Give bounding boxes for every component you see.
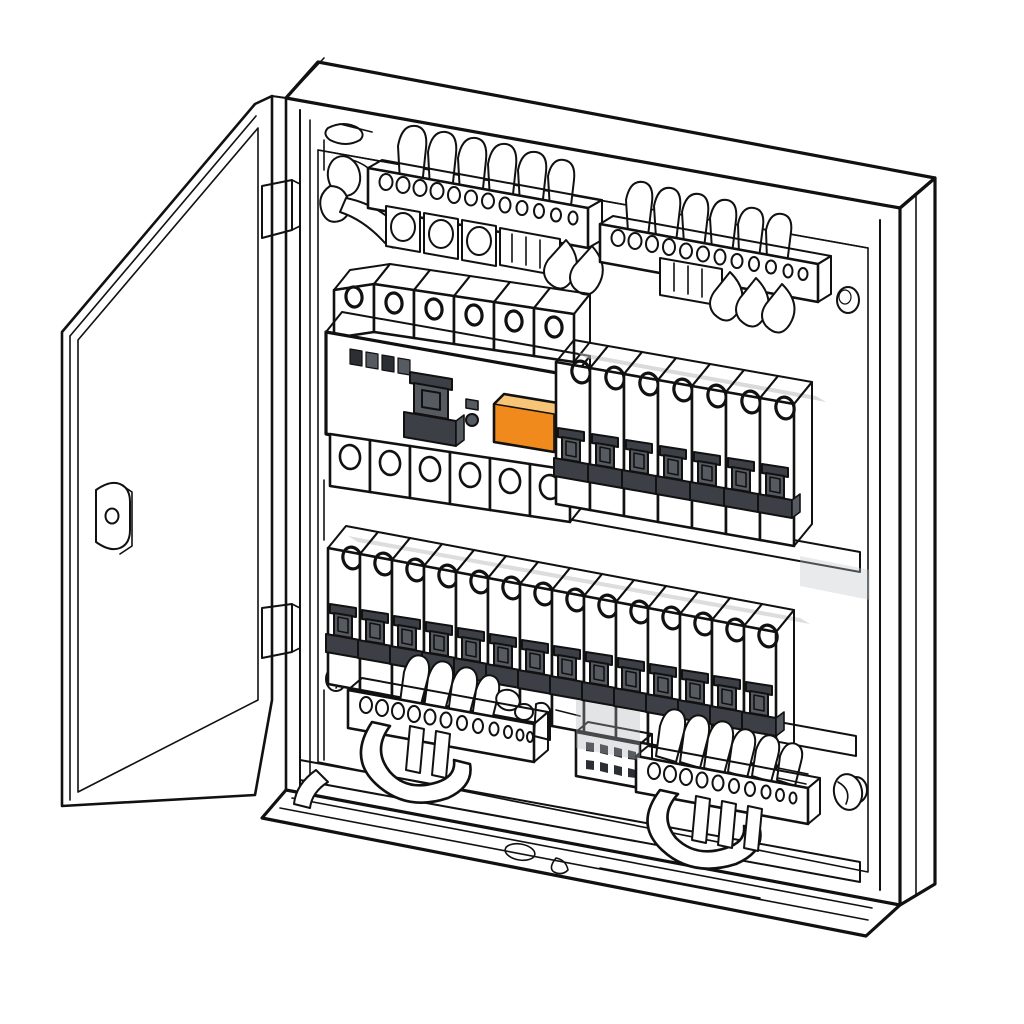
bottom-right-wire-down-2 (717, 800, 737, 849)
rcd-toggle-lever[interactable] (403, 371, 465, 447)
wire-r1 (625, 180, 654, 237)
bottom-left-wire-down-1 (405, 725, 425, 774)
bottom-left-wire-tops (399, 654, 581, 741)
terminal-bar-right-side (817, 255, 832, 303)
rcd-terminal-1 (332, 282, 376, 340)
lever-window (421, 389, 441, 411)
rcd-bterm-1 (328, 432, 372, 494)
din-rail-row-lower (299, 759, 861, 883)
lock-keyhole-icon (104, 507, 120, 525)
rcd-bterm-4 (448, 450, 492, 512)
wire-1 (397, 124, 428, 187)
hinge-top-pin (291, 179, 301, 231)
terminal-bar-bottom-left[interactable] (346, 654, 581, 804)
wire-r6 (765, 212, 793, 265)
terminal-left-wires (397, 124, 576, 215)
bottom-left-bar-side (533, 711, 549, 763)
indicator-dot (465, 413, 479, 427)
enclosure-bottom-crease-1 (291, 797, 873, 909)
bottom-left-bar-holes (359, 696, 534, 743)
enclosure-bottom-crease-2 (279, 807, 869, 921)
wire-r2 (653, 186, 682, 243)
wire-curve-right-2 (735, 277, 770, 328)
rcd-bterm-2 (368, 438, 412, 500)
mounting-screw-top-right-head (838, 289, 852, 305)
enclosure-right-face (898, 176, 937, 907)
wire-curve-right-1 (709, 271, 744, 322)
cable-clamp-top (324, 123, 364, 145)
bottom-right-wire-down-3 (743, 805, 763, 852)
bottom-left-cable-loop (359, 720, 472, 804)
mcb-row-bottom-7[interactable] (517, 561, 571, 728)
wire-curve-left-1 (543, 239, 578, 290)
enclosure-top-edge-left (291, 57, 325, 93)
cable-clamp-bar (339, 123, 373, 133)
rcd-small-indicators (465, 398, 479, 427)
mcb-toggle[interactable] (757, 463, 801, 519)
terminal-bar-left-screws[interactable] (385, 205, 497, 267)
mcb-row-main-5[interactable] (689, 363, 745, 536)
door-hinge-bottom (261, 603, 301, 659)
bottom-right-wire-tops (655, 708, 804, 787)
terminal-bar-neutral-left[interactable] (366, 124, 604, 296)
door-bevel-line (69, 115, 257, 337)
hinge-bottom-pin (291, 603, 301, 653)
wire-curve-right-3 (761, 283, 796, 334)
wire-r4 (709, 198, 738, 255)
bottom-right-bar-side (807, 777, 821, 825)
mcb-group-row-main[interactable] (553, 339, 826, 548)
mcb-row-bottom-9[interactable] (581, 573, 635, 740)
lock-side-face (119, 483, 133, 555)
wire-5 (517, 150, 548, 209)
bottom-knockout-2 (550, 857, 569, 875)
connector-contacts (586, 742, 636, 778)
bottom-knockout-1 (504, 842, 536, 862)
interior-shading (576, 556, 870, 760)
bottom-right-label-line-1 (777, 767, 809, 775)
lever-base-side (455, 414, 465, 447)
indicator-square-small (465, 398, 479, 411)
enclosure-door[interactable] (60, 94, 274, 808)
wire-4 (487, 142, 518, 205)
bottom-right-wire-down-1 (691, 795, 711, 844)
cable-gland-bottom-right (832, 773, 864, 811)
lever-cap-top (409, 371, 453, 391)
wire-3 (457, 136, 488, 199)
rcd-bterm-5 (488, 456, 532, 518)
connector-block-bottom-center[interactable] (574, 721, 653, 790)
rcd-test-button[interactable] (492, 392, 566, 454)
bottom-left-wire-down-2 (431, 730, 451, 779)
terminal-bar-left-holes (378, 173, 579, 226)
rcd-bterm-3 (408, 444, 452, 506)
terminal-right-wires (625, 180, 793, 265)
mcb-row-main-4[interactable] (655, 357, 711, 530)
rcd-indicator-window (349, 348, 411, 376)
rcd-top-terminals[interactable] (332, 263, 591, 364)
mcb-row-main-7[interactable] (757, 375, 813, 548)
mcb-toggle[interactable] (689, 451, 733, 507)
bottom-score-line (599, 867, 761, 899)
wire-curve-left-2 (569, 245, 604, 296)
wire-r5 (737, 206, 765, 259)
wire-r3 (681, 192, 710, 249)
terminal-bar-earth-right[interactable] (598, 180, 832, 334)
door-panel-inner-edge (77, 127, 259, 793)
door-panel-outer[interactable] (60, 94, 274, 808)
wire-2 (427, 130, 458, 193)
terminal-bar-right-holes (610, 229, 809, 281)
door-hinge-top (261, 179, 301, 239)
terminal-bar-bottom-right[interactable] (634, 708, 821, 870)
wire-6 (547, 158, 576, 215)
cable-exit-left (293, 769, 329, 809)
bottom-right-label-line-2 (777, 777, 807, 785)
bottom-right-bar-holes (647, 762, 798, 805)
door-lock[interactable] (95, 481, 133, 555)
frame-left-joint (271, 95, 287, 99)
